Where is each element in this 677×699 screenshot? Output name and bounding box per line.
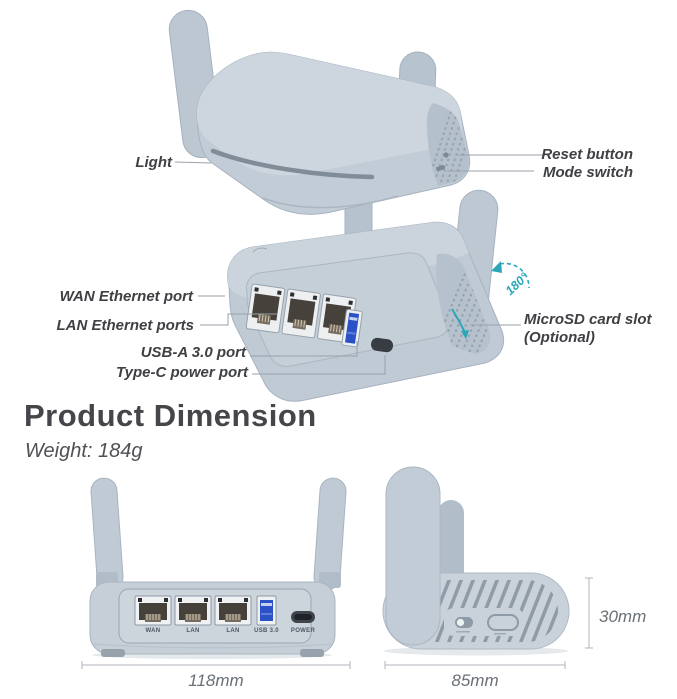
callout-mode-switch-label: Mode switch (542, 164, 633, 181)
router-rear-elevation-illustration (89, 477, 347, 659)
microsd-line1: MicroSD card slot (524, 311, 652, 328)
callout-lan-ports-label: LAN Ethernet ports (56, 317, 194, 334)
callout-leader-lines (174, 154, 545, 375)
body-seam (262, 195, 399, 209)
foot-right (300, 649, 324, 657)
vent-face (436, 253, 491, 354)
ethernet-port-lan1 (281, 288, 321, 339)
ethernet-port-lan2 (214, 595, 252, 626)
port-label-wan: WAN (145, 628, 161, 634)
router-top-face (196, 52, 463, 176)
callout-microsd-label: MicroSD card slot (Optional) (524, 311, 652, 347)
led-light-strip (210, 148, 375, 180)
router-side-view-illustration (382, 466, 570, 656)
vent-face (426, 103, 469, 186)
rotation-annotation (491, 261, 530, 289)
usb-a-port (256, 595, 277, 626)
body-seam (93, 643, 333, 649)
microsd-line2: (Optional) (524, 329, 595, 346)
microsd-annotation (451, 308, 469, 339)
callout-light-label: Light (135, 154, 172, 171)
brand-mark (252, 247, 268, 253)
section-heading: Product Dimension (24, 398, 317, 433)
weight-text: Weight: 184g (25, 440, 143, 462)
router-top-view-illustration (168, 9, 471, 215)
antenna-folded-front (385, 466, 441, 646)
callout-type-c-port-label: Type-C power port (116, 364, 248, 381)
dimension-width-label: 118mm (188, 671, 244, 690)
antenna-folded-rear (438, 500, 464, 590)
port-label-lan1: LAN (186, 628, 200, 634)
type-c-port (371, 337, 394, 353)
ethernet-port-wan (134, 595, 172, 626)
ethernet-port-lan1 (174, 595, 212, 626)
dimension-lines (81, 577, 593, 669)
callout-usb-port-label: USB-A 3.0 port (140, 344, 246, 361)
mode-switch-dot (436, 165, 446, 172)
port-label-usb: USB 3.0 (254, 628, 279, 634)
reset-button-dot (443, 152, 449, 158)
reset-button (487, 614, 519, 635)
ethernet-port-wan (245, 283, 286, 334)
callout-reset-button-label: Reset button (541, 146, 633, 163)
dimension-depth-label: 85mm (451, 671, 499, 690)
usb-a-port (341, 309, 363, 348)
mode-switch (455, 617, 473, 633)
callout-wan-port-label: WAN Ethernet port (59, 288, 193, 305)
foot-left (101, 649, 125, 657)
port-label-lan2: LAN (226, 628, 240, 634)
dimension-height-label: 30mm (599, 607, 647, 626)
type-c-power-port (291, 611, 315, 623)
port-label-power: POWER (290, 628, 316, 634)
rear-ports-group (245, 283, 394, 353)
